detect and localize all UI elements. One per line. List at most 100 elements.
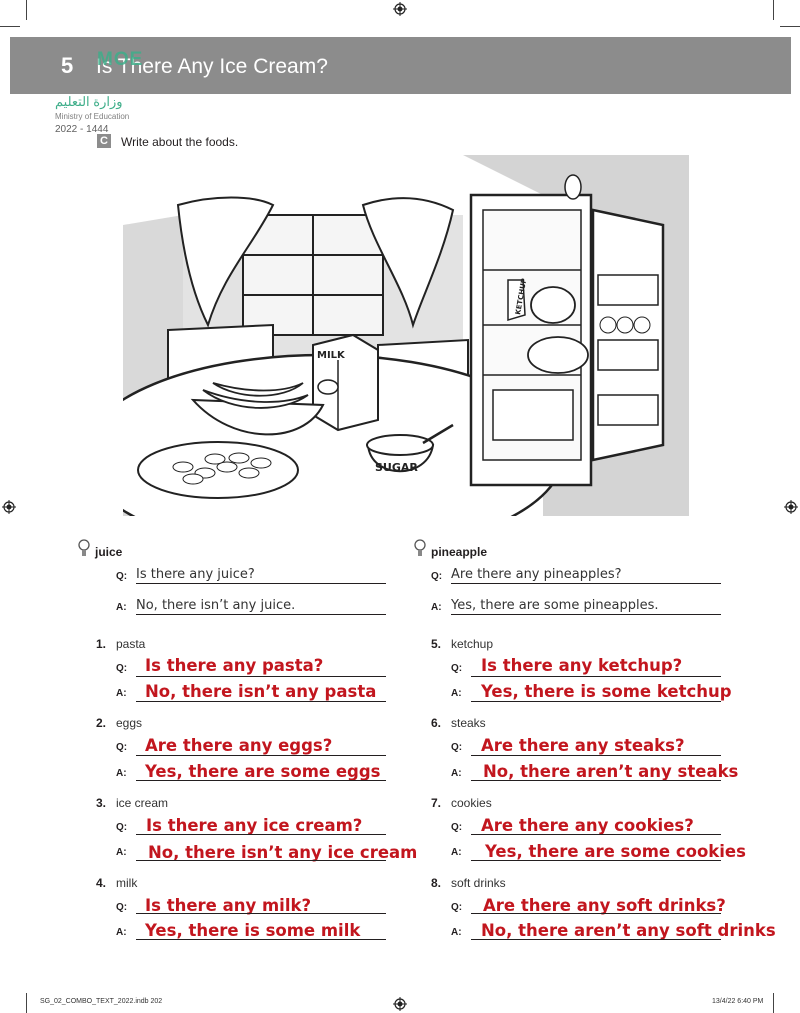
- answer-line: [471, 939, 721, 940]
- ministry-name-english: Ministry of Education: [55, 112, 130, 121]
- window: [242, 214, 384, 336]
- answer-line: [136, 676, 386, 677]
- milk-label: MILK: [317, 350, 346, 361]
- answer-text[interactable]: No, there aren’t any steaks: [483, 762, 739, 781]
- item-number: 8.: [431, 876, 442, 890]
- answer-line: [136, 780, 386, 781]
- question-label: Q:: [116, 822, 128, 833]
- answer-line: [136, 834, 386, 835]
- item-word: steaks: [451, 716, 486, 730]
- item-number: 6.: [431, 716, 442, 730]
- answer-line: [136, 701, 386, 702]
- crop-mark: [26, 993, 27, 1013]
- answer-line: [451, 583, 721, 584]
- ministry-logo: MOE: [97, 49, 144, 70]
- answer-label: A:: [451, 927, 462, 938]
- example-answer: Yes, there are some pineapples.: [451, 598, 659, 613]
- answer-label: A:: [116, 927, 127, 938]
- crop-mark: [780, 26, 800, 27]
- registration-mark-icon: [393, 2, 407, 16]
- sugar-label: SUGAR: [375, 461, 418, 474]
- answer-label: A:: [451, 768, 462, 779]
- ministry-year: 2022 - 1444: [55, 124, 109, 135]
- example-word: pineapple: [431, 545, 488, 559]
- crop-mark: [773, 0, 774, 20]
- answer-line: [136, 939, 386, 940]
- answer-line: [471, 834, 721, 835]
- answer-text[interactable]: Yes, there is some ketchup: [481, 682, 732, 701]
- crop-mark: [773, 993, 774, 1013]
- question-label: Q:: [116, 663, 128, 674]
- answer-line: [471, 755, 721, 756]
- question-answer[interactable]: Are there any steaks?: [481, 736, 685, 755]
- question-label: Q:: [451, 902, 463, 913]
- unit-title: Is There Any Ice Cream?: [96, 55, 328, 78]
- crop-mark: [26, 0, 27, 20]
- item-number: 7.: [431, 796, 442, 810]
- crop-mark: [0, 26, 20, 27]
- section-letter-badge: C: [97, 134, 111, 148]
- question-label: Q:: [451, 822, 463, 833]
- answer-line: [136, 614, 386, 615]
- answer-line: [136, 583, 386, 584]
- unit-number: 5: [61, 53, 74, 78]
- question-label: Q:: [116, 902, 128, 913]
- footer-date: 13/4/22 6:40 PM: [712, 998, 764, 1005]
- answer-text[interactable]: Yes, there are some cookies: [485, 842, 746, 861]
- answer-line: [471, 676, 721, 677]
- question-answer[interactable]: Is there any milk?: [145, 896, 312, 915]
- instruction-text: Write about the foods.: [121, 135, 239, 149]
- item-word: cookies: [451, 796, 492, 810]
- answer-line: [136, 913, 386, 914]
- footer-file-info: SG_02_COMBO_TEXT_2022.indb 202: [40, 998, 163, 1005]
- answer-line: [471, 701, 721, 702]
- item-word: milk: [116, 876, 138, 890]
- registration-mark-icon: [784, 500, 798, 514]
- question-label: Q:: [116, 571, 128, 582]
- question-answer[interactable]: Is there any ice cream?: [146, 816, 363, 835]
- answer-label: A:: [451, 688, 462, 699]
- example-question: Is there any juice?: [136, 567, 255, 582]
- answer-text[interactable]: No, there aren’t any soft drinks: [481, 921, 776, 940]
- item-word: pasta: [116, 637, 146, 651]
- question-answer[interactable]: Are there any cookies?: [481, 816, 694, 835]
- item-word: soft drinks: [451, 876, 506, 890]
- answer-text[interactable]: Yes, there is some milk: [145, 921, 361, 940]
- answer-label: A:: [116, 688, 127, 699]
- answer-line: [136, 860, 386, 861]
- question-answer[interactable]: Is there any pasta?: [145, 656, 324, 675]
- question-label: Q:: [116, 742, 128, 753]
- question-label: Q:: [451, 742, 463, 753]
- sugar-bowl: SUGAR: [366, 423, 454, 474]
- lightbulb-icon: [78, 539, 90, 556]
- question-answer[interactable]: Are there any soft drinks?: [483, 896, 726, 915]
- answer-text[interactable]: Yes, there are some eggs: [145, 762, 381, 781]
- answer-text[interactable]: No, there isn’t any ice cream: [148, 843, 418, 862]
- example-word: juice: [95, 545, 123, 559]
- answer-label: A:: [431, 602, 442, 613]
- answer-line: [471, 860, 721, 861]
- item-number: 1.: [96, 637, 107, 651]
- example-question: Are there any pineapples?: [451, 567, 622, 582]
- answer-line: [136, 755, 386, 756]
- item-number: 2.: [96, 716, 107, 730]
- cookie-plate: [137, 441, 299, 499]
- lightbulb-icon: [414, 539, 426, 556]
- question-label: Q:: [431, 571, 443, 582]
- registration-mark-icon: [2, 500, 16, 514]
- answer-label: A:: [451, 847, 462, 858]
- milk-carton: MILK: [312, 333, 379, 432]
- question-answer[interactable]: Are there any eggs?: [145, 736, 333, 755]
- ministry-name-arabic: وزارة التعليم: [55, 94, 123, 109]
- answer-text[interactable]: No, there isn’t any pasta: [145, 682, 377, 701]
- item-number: 4.: [96, 876, 107, 890]
- question-label: Q:: [451, 663, 463, 674]
- banana-bowl: [190, 382, 325, 436]
- item-word: ketchup: [451, 637, 494, 651]
- item-word: eggs: [116, 716, 143, 730]
- fridge: KETCHUP: [469, 174, 665, 487]
- question-answer[interactable]: Is there any ketchup?: [481, 656, 683, 675]
- header-band: [10, 37, 791, 94]
- kitchen-illustration: MILK SUGAR: [123, 155, 689, 516]
- answer-line: [471, 913, 721, 914]
